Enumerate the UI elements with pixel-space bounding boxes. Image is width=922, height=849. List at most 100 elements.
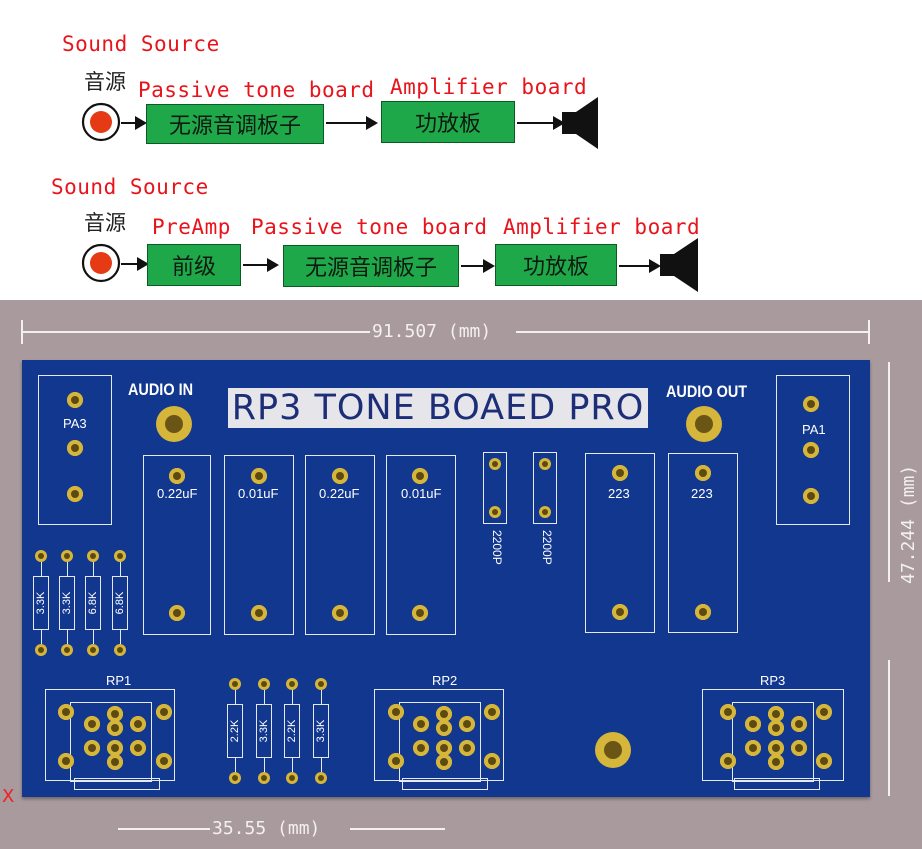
d2-arrow-2	[461, 259, 495, 273]
rm4-pad-a	[315, 678, 327, 690]
height-dimension-wrap: 47.244 (mm)	[898, 465, 919, 584]
cap-1-outline	[143, 455, 211, 635]
pa1-label: PA1	[802, 422, 826, 437]
rp3-pad-10	[791, 740, 807, 756]
d2-passive-tone-box: 无源音调板子	[283, 245, 459, 287]
cap-3-label: 0.22uF	[319, 486, 360, 501]
cap-3-pad-b	[332, 605, 348, 621]
rp2-lip	[402, 778, 488, 790]
rt1-label: 3.3K	[35, 591, 47, 615]
rm4-lead-a	[320, 690, 322, 704]
rm2-pad-a	[258, 678, 270, 690]
rp1-inner	[70, 702, 152, 782]
small-cap-2-label: 2200P	[540, 530, 554, 565]
cap-1-pad-a	[169, 468, 185, 484]
d1-connector	[121, 116, 147, 130]
pa3-pad-1	[67, 392, 83, 408]
rp3-pad-5	[768, 720, 784, 736]
d2-source-cn: 音源	[84, 211, 126, 235]
rt3-lead-b	[92, 630, 94, 644]
cap-3-outline	[305, 455, 375, 635]
rp3-pad-9	[768, 754, 784, 770]
rt1-body: 3.3K	[33, 576, 49, 630]
d2-box1-label: PreAmp	[152, 215, 231, 239]
cap-2-pad-b	[251, 605, 267, 621]
rp3-pad-6	[791, 716, 807, 732]
rp2-pad-4	[436, 706, 452, 722]
d2-source-label: Sound Source	[51, 175, 209, 199]
height-dim-line-bottom	[888, 660, 890, 796]
rp1-pad-11	[58, 753, 74, 769]
cap-2-pad-a	[251, 468, 267, 484]
rm3-lead-b	[291, 758, 293, 772]
rp2-pad-3	[413, 716, 429, 732]
d1-box1-label: Passive tone board	[138, 78, 375, 102]
d2-box2-label: Passive tone board	[251, 215, 488, 239]
rp2-pad-6	[459, 716, 475, 732]
pa3-outline	[38, 375, 112, 525]
cap-1-label: 0.22uF	[157, 486, 198, 501]
rp1-pad-8	[107, 740, 123, 756]
origin-mark: X	[2, 786, 15, 807]
rt3-body: 6.8K	[85, 576, 101, 630]
cap-2-label: 0.01uF	[238, 486, 279, 501]
cap-223-1-label: 223	[608, 486, 630, 501]
signal-chain-diagrams: Sound Source 音源 Passive tone board 无源音调板…	[0, 0, 922, 300]
cap-4-label: 0.01uF	[401, 486, 442, 501]
rp1-pad-1	[58, 704, 74, 720]
rm3-pad-a	[286, 678, 298, 690]
small-cap-1-pad-b	[489, 506, 501, 518]
rm2-body: 3.3K	[256, 704, 272, 758]
d1-passive-tone-box: 无源音调板子	[146, 104, 324, 144]
pa1-pad-3	[803, 488, 819, 504]
rp3-inner	[732, 702, 814, 782]
rm4-pad-b	[315, 772, 327, 784]
rt2-label: 3.3K	[61, 591, 73, 615]
rp1-pad-7	[84, 740, 100, 756]
rm4-label: 3.3K	[315, 719, 327, 743]
rp2-pad-2	[484, 704, 500, 720]
rp2-pad-11	[388, 753, 404, 769]
rm1-lead-a	[234, 690, 236, 704]
rm3-body: 2.2K	[284, 704, 300, 758]
rp2-pad-8	[436, 740, 452, 756]
height-dim-line-top	[888, 362, 890, 582]
cap-4-pad-b	[412, 605, 428, 621]
rp3-pad-8	[768, 740, 784, 756]
d1-speaker-icon	[562, 97, 598, 149]
rp3-pad-4	[768, 706, 784, 722]
rm2-lead-a	[263, 690, 265, 704]
width-dimension: 91.507 (mm)	[372, 321, 492, 342]
pa1-pad-2	[803, 442, 819, 458]
rt3-label: 6.8K	[87, 591, 99, 615]
rp1-pad-3	[84, 716, 100, 732]
rm1-label: 2.2K	[229, 719, 241, 743]
rm3-lead-a	[291, 690, 293, 704]
d1-arrow-2	[517, 116, 565, 130]
cap-223-1-pad-a	[612, 465, 628, 481]
rm2-lead-b	[263, 758, 265, 772]
rp1-outline	[45, 689, 175, 781]
rp2-pad-5	[436, 720, 452, 736]
d2-arrow-1	[243, 258, 279, 272]
rp3-outline	[702, 689, 844, 781]
rt3-lead-a	[92, 562, 94, 576]
d2-connector	[121, 257, 149, 271]
rp1-pad-10	[130, 740, 146, 756]
cap-223-2-outline	[668, 453, 738, 633]
audio-in-pad	[156, 406, 192, 442]
small-cap-1-pad-a	[489, 458, 501, 470]
small-cap-2-outline	[533, 452, 557, 524]
cap-223-2-label: 223	[691, 486, 713, 501]
rp1-pad-6	[130, 716, 146, 732]
rt1-pad-a	[35, 550, 47, 562]
d2-preamp-box: 前级	[147, 244, 241, 286]
small-cap-2-pad-b	[539, 506, 551, 518]
rt2-lead-a	[66, 562, 68, 576]
rt2-body: 3.3K	[59, 576, 75, 630]
rp1-label: RP1	[106, 673, 132, 688]
rt4-lead-b	[119, 630, 121, 644]
board-title: RP3 TONE BOAED PRO	[228, 388, 648, 428]
cap-223-1-pad-b	[612, 604, 628, 620]
